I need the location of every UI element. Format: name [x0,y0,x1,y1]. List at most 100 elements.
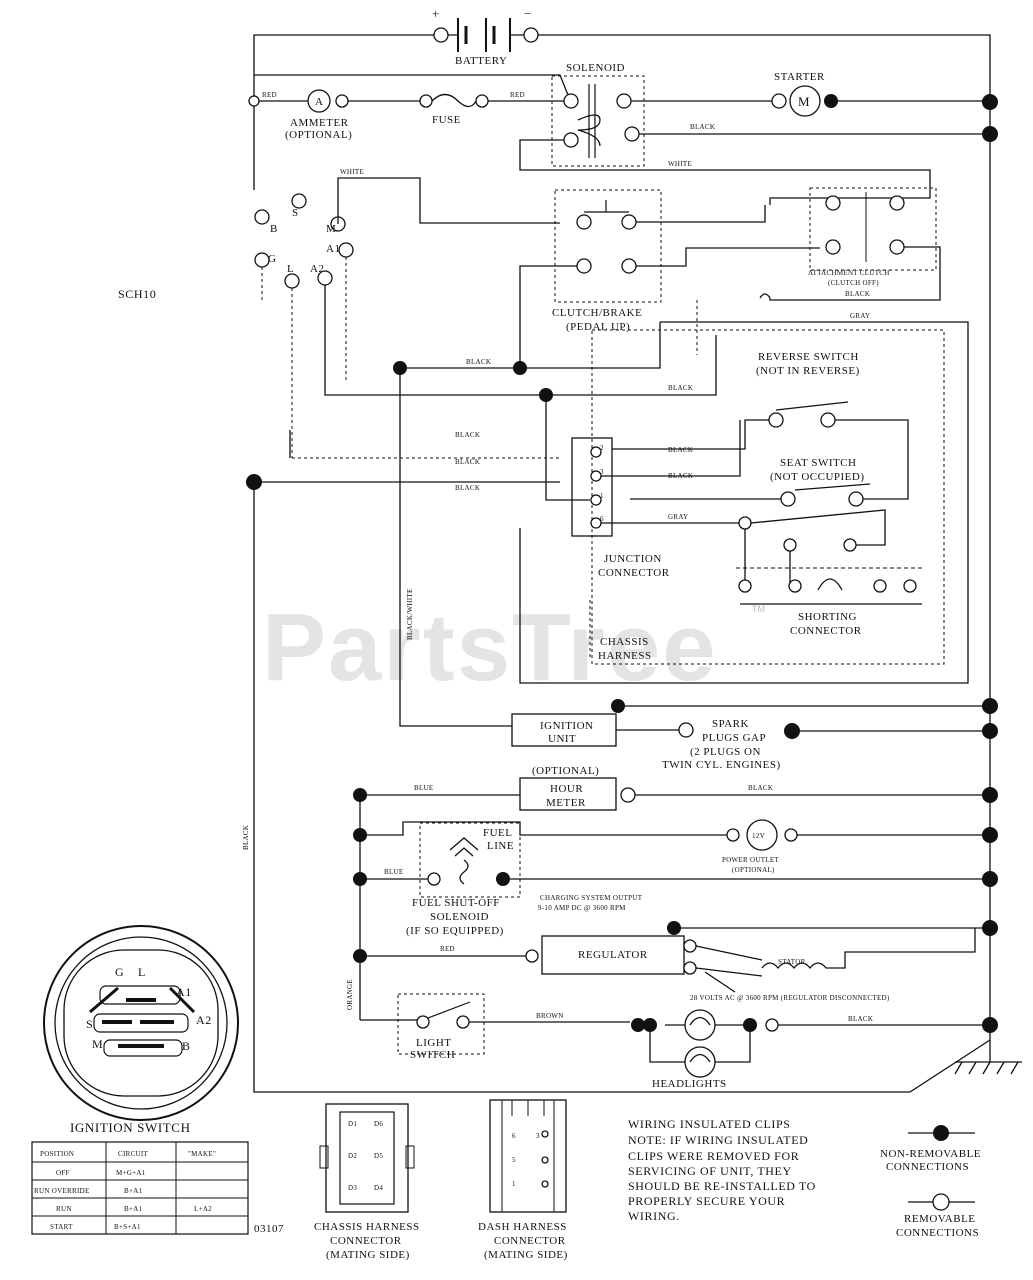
chassis-connector-side: (MATING SIDE) [326,1249,410,1261]
table-cell: OFF [56,1169,70,1177]
battery: + − BATTERY [432,6,539,67]
dash-pin: 5 [512,1156,516,1164]
wire-black-b: BLACK [668,384,693,392]
junction-pin-3: 3 [600,468,604,476]
battery-label: BATTERY [455,55,507,67]
fuel-line-sublabel: LINE [487,840,514,852]
chassis-pin: D1 [348,1120,357,1128]
wire-black-hour: BLACK [748,784,773,792]
charging-sublabel: 9-10 AMP DC @ 3600 RPM [538,904,626,912]
ignition-unit-label: IGNITION [540,720,593,732]
switch-term-m: M [92,1037,103,1051]
reverse-switch-label: REVERSE SWITCH [758,351,859,363]
wire-white-1: WHITE [340,168,364,176]
shorting-connector: SHORTING CONNECTOR [736,509,924,637]
fuse: FUSE [419,93,489,126]
light-switch-sublabel: SWITCH [410,1049,455,1061]
table-cell: B+S+A1 [114,1223,141,1231]
power-outlet: 12V POWER OUTLET (OPTIONAL) [722,819,798,874]
power-outlet-label: POWER OUTLET [722,856,779,864]
wire-black-solenoid: BLACK [690,123,715,131]
starter: M STARTER [771,71,838,117]
light-switch-label: LIGHT [416,1037,452,1049]
ammeter: A RED AMMETER (OPTIONAL) [262,89,352,141]
ignition-table: POSITION CIRCUIT "MAKE" OFF M+G+A1 RUN O… [31,1141,249,1235]
legend: NON-REMOVABLE CONNECTIONS REMOVABLE CONN… [880,1125,981,1239]
hour-meter-sublabel: METER [546,797,586,809]
fuse-label: FUSE [432,114,461,126]
shorting-connector-sublabel: CONNECTOR [790,625,862,637]
wire-black-white: BLACK/WHITE [406,588,414,640]
ign-term-b: B [270,223,278,235]
ammeter-label: AMMETER [290,117,349,129]
hour-meter-label: HOUR [550,783,583,795]
ignition-switch-face: G L A1 A2 B M S [43,925,239,1121]
fuel-solenoid-label: FUEL SHUT-OFF [412,897,500,909]
chassis-connector-sublabel: CONNECTOR [330,1235,402,1247]
chassis-connector-label: CHASSIS HARNESS [314,1221,420,1233]
reverse-switch-sublabel: (NOT IN REVERSE) [756,365,860,377]
switch-term-b: B [182,1039,191,1053]
table-cell: B+A1 [124,1205,143,1213]
wire-black-a: BLACK [466,358,491,366]
ign-term-g: G [268,253,276,265]
wire-blue-hour: BLUE [414,784,433,792]
table-cell: RUN [56,1205,72,1213]
table-header-circuit: CIRCUIT [118,1150,149,1158]
switch-term-s: S [86,1017,93,1031]
wire-black-f: BLACK [668,446,693,454]
table-cell: RUN OVERRIDE [34,1187,90,1195]
switch-term-a1: A1 [176,985,192,999]
top-circuit: + − BATTERY A RED AMMETER (OPTIONAL) FUS… [248,6,998,205]
table-cell: B+A1 [124,1187,143,1195]
chassis-pin: D2 [348,1152,357,1160]
hour-meter-optional: (OPTIONAL) [532,765,599,777]
chassis-harness-connector: D1 D2 D3 D6 D5 D4 CHASSIS HARNESS CONNEC… [314,1103,420,1261]
table-header-position: POSITION [40,1150,74,1158]
attach-clutch-sublabel: (CLUTCH OFF) [828,279,879,287]
note-line: SERVICING OF UNIT, THEY [628,1164,792,1178]
legend-nonremovable-label: NON-REMOVABLE [880,1148,981,1160]
switch-term-l: L [138,965,146,979]
note-line: PROPERLY SECURE YOUR [628,1194,785,1208]
chassis-harness-sublabel: HARNESS [598,650,652,662]
starter-label: STARTER [774,71,825,83]
regulator-label: REGULATOR [578,949,648,961]
solenoid-label: SOLENOID [566,62,625,74]
chassis-harness-label: CHASSIS [600,636,649,648]
dash-harness-connector: 6 5 1 3 DASH HARNESS CONNECTOR (MATING S… [478,1099,567,1261]
starter-symbol: M [798,94,810,109]
solenoid: SOLENOID [551,62,645,167]
wire-orange: ORANGE [346,979,354,1010]
wiring-note: WIRING INSULATED CLIPS NOTE: IF WIRING I… [628,1117,815,1223]
table-cell: START [50,1223,73,1231]
ign-term-s: S [292,207,299,219]
wire-black-d: BLACK [455,458,480,466]
clutch-brake-sublabel: (PEDAL UP) [566,321,630,333]
table-cell: M+G+A1 [116,1169,146,1177]
wire-blue-fuel: BLUE [384,868,403,876]
legend-removable-icon [932,1193,950,1211]
diagram-id: SCH10 [118,287,156,301]
ammeter-symbol: A [315,96,323,108]
wire-black-light: BLACK [848,1015,873,1023]
wire-white-2: WHITE [668,160,692,168]
clutch-brake-switch: CLUTCH/BRAKE (PEDAL UP) [552,189,662,333]
wire-gray-2: GRAY [668,513,688,521]
wire-black-c: BLACK [455,431,480,439]
stator-label: STATOR [778,958,806,966]
watermark-tm: TM [752,604,765,614]
ammeter-optional: (OPTIONAL) [285,129,352,141]
dash-pin: 6 [512,1132,516,1140]
attach-clutch-label: ATTACHMENT CLUTCH [808,269,890,277]
wire-red-reg: RED [440,945,455,953]
wire-black-clutch: BLACK [845,290,870,298]
chassis-pin: D5 [374,1152,383,1160]
ignition-unit-sublabel: UNIT [548,733,576,745]
seat-switch-sublabel: (NOT OCCUPIED) [770,471,865,483]
legend-nonremovable-sublabel: CONNECTIONS [886,1161,969,1173]
fuel-line-label: FUEL [483,827,513,839]
note-line: WIRING INSULATED CLIPS [628,1117,791,1131]
spark-label-3: (2 PLUGS ON [690,746,761,758]
